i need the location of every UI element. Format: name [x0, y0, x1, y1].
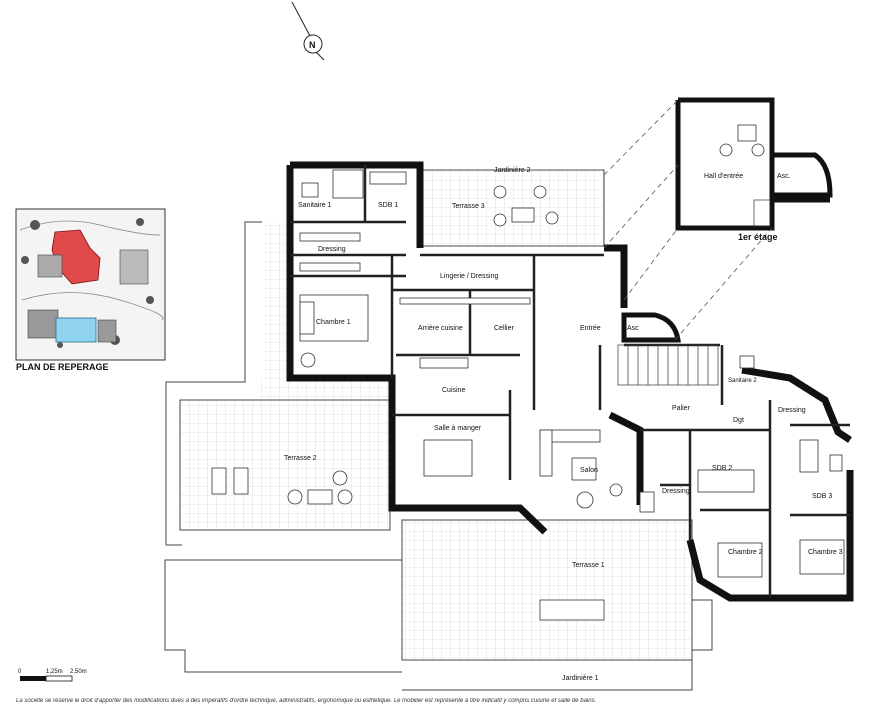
- label-chambre-3: Chambre 3: [808, 549, 843, 556]
- terrace-2-floor: [165, 221, 391, 546]
- label-dgt: Dgt: [733, 417, 744, 424]
- label-asc-ground: Asc: [627, 325, 639, 332]
- label-terrasse-3: Terrasse 3: [452, 203, 485, 210]
- label-sdb-2: SDB 2: [712, 465, 732, 472]
- label-hall: Hall d'entrée: [704, 173, 743, 180]
- label-dressing-1: Dressing: [318, 246, 346, 253]
- label-chambre-2: Chambre 2: [728, 549, 763, 556]
- label-salon: Salon: [580, 467, 598, 474]
- north-arrow-icon: N: [291, 1, 325, 61]
- label-entree: Entrée: [580, 325, 601, 332]
- label-jardiniere-1: Jardinière 1: [562, 675, 599, 682]
- label-lingerie: Lingerie / Dressing: [440, 273, 498, 280]
- label-palier: Palier: [672, 405, 691, 412]
- label-asc-first: Asc.: [777, 173, 791, 180]
- staircase: [617, 344, 719, 386]
- locator-map: PLAN DE REPERAGE: [15, 208, 166, 372]
- interior-walls: [290, 165, 850, 598]
- scale-bar: 0 1,25m 2,50m: [18, 669, 87, 682]
- scale-zero: 0: [18, 669, 22, 675]
- label-sdb-3: SDB 3: [812, 493, 832, 500]
- first-floor-inset: [518, 97, 830, 341]
- label-dressing-mid: Dressing: [662, 488, 690, 495]
- terrace-1-floor: [164, 519, 713, 691]
- label-cuisine: Cuisine: [442, 387, 465, 394]
- label-jardiniere-2: Jardinière 2: [494, 167, 531, 174]
- label-salle-manger: Salle à manger: [434, 425, 482, 432]
- floor-label: 1er étage: [738, 232, 778, 242]
- label-sanitaire-1: Sanitaire 1: [298, 202, 332, 209]
- label-terrasse-2: Terrasse 2: [284, 455, 317, 462]
- furniture: [299, 124, 845, 578]
- label-arriere-cuisine: Arrière cuisine: [418, 325, 463, 332]
- label-chambre-1: Chambre 1: [316, 319, 351, 326]
- label-sdb-1: SDB 1: [378, 202, 398, 209]
- label-cellier: Cellier: [494, 325, 515, 332]
- room-labels: Sanitaire 1 SDB 1 Terrasse 3 Jardinière …: [284, 167, 843, 682]
- elevator: [621, 152, 833, 343]
- scale-end: 2,50m: [70, 669, 87, 675]
- terrace-3-floor: [419, 169, 605, 247]
- label-dressing-right: Dressing: [778, 407, 806, 414]
- label-sanitaire-2: Sanitaire 2: [728, 378, 757, 384]
- disclaimer-text: La société se réserve le droit d'apporte…: [16, 698, 597, 704]
- scale-mid: 1,25m: [46, 669, 63, 675]
- label-terrasse-1: Terrasse 1: [572, 562, 605, 569]
- locator-caption: PLAN DE REPERAGE: [16, 362, 109, 372]
- compass-letter: N: [309, 40, 316, 50]
